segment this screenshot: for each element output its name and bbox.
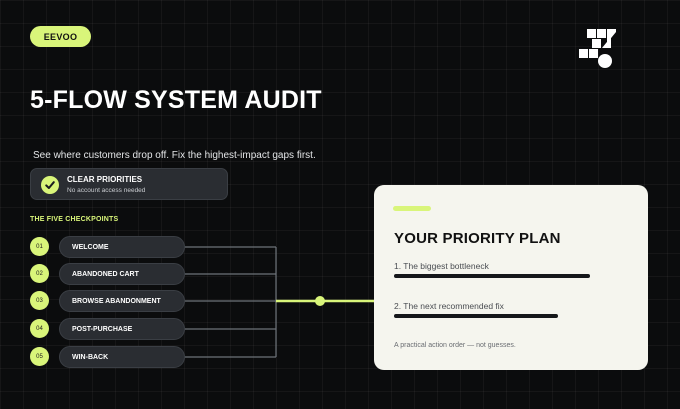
checkpoints-heading: THE FIVE CHECKPOINTS: [30, 216, 119, 223]
clear-priorities-subtitle: No account access needed: [67, 187, 146, 194]
page-subtitle: See where customers drop off. Fix the hi…: [33, 150, 316, 161]
checkpoint-win-back: WIN-BACK: [59, 346, 185, 368]
clear-priorities-title: CLEAR PRIORITIES: [67, 175, 143, 184]
checkpoint-number: 05: [30, 347, 49, 366]
plan-item-bar: [394, 274, 590, 278]
checkpoint-number: 02: [30, 264, 49, 283]
eevoo-logo-icon: [579, 29, 616, 68]
plan-accent-bar: [393, 206, 431, 211]
checkpoint-browse-abandonment: BROWSE ABANDONMENT: [59, 290, 185, 312]
plan-item-bar: [394, 314, 558, 318]
brand-badge: EEVOO: [30, 26, 91, 47]
checkpoint-welcome: WELCOME: [59, 236, 185, 258]
plan-item-label: 1. The biggest bottleneck: [394, 261, 489, 271]
connector-node-icon: [315, 296, 325, 306]
priority-plan-card: YOUR PRIORITY PLAN 1. The biggest bottle…: [374, 185, 648, 370]
check-icon: [41, 176, 59, 194]
clear-priorities-card: CLEAR PRIORITIES No account access neede…: [30, 168, 228, 200]
page-title: 5-FLOW SYSTEM AUDIT: [30, 86, 322, 114]
checkpoint-number: 03: [30, 291, 49, 310]
checkpoint-number: 01: [30, 237, 49, 256]
plan-item-label: 2. The next recommended fix: [394, 301, 504, 311]
checkpoint-abandoned-cart: ABANDONED CART: [59, 263, 185, 285]
checkpoint-post-purchase: POST-PURCHASE: [59, 318, 185, 340]
bracket-connector: [185, 246, 277, 358]
plan-footer-note: A practical action order — not guesses.: [394, 342, 516, 349]
plan-title: YOUR PRIORITY PLAN: [394, 230, 561, 247]
checkpoint-number: 04: [30, 319, 49, 338]
